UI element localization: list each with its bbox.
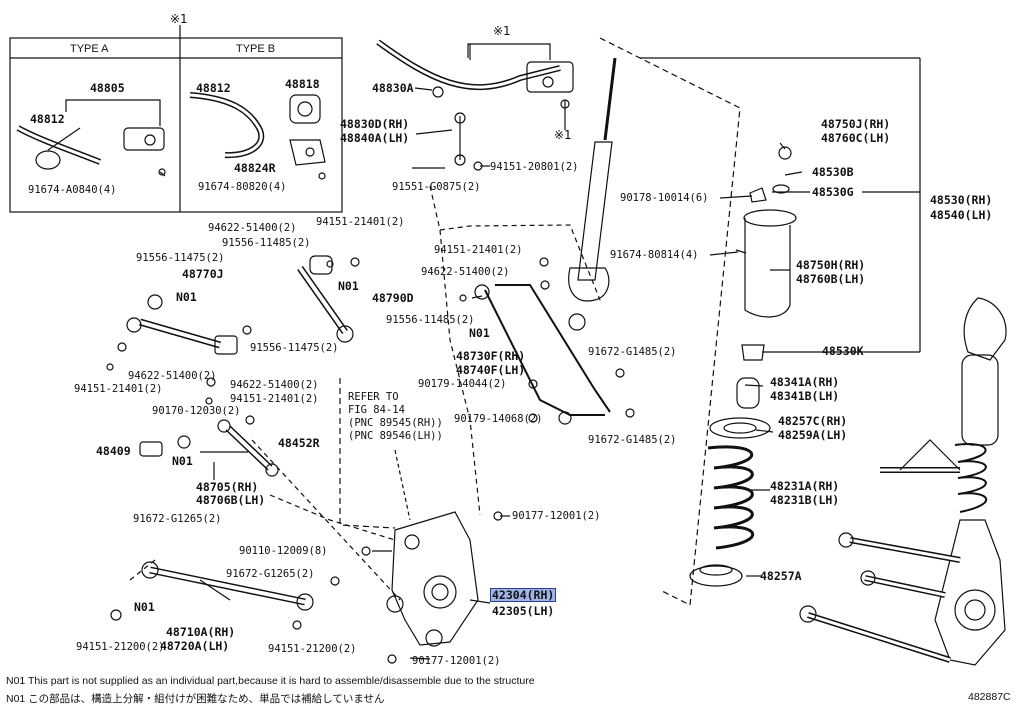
part-label[interactable]: 91672-G1485(2) bbox=[588, 434, 677, 446]
part-label[interactable]: 90170-12030(2) bbox=[152, 405, 241, 417]
part-label[interactable]: 48530G bbox=[812, 185, 854, 199]
part-label[interactable]: 91674-80814(4) bbox=[610, 249, 699, 261]
part-label[interactable]: 94151-21200(2) bbox=[268, 643, 357, 655]
part-label[interactable]: 48530B bbox=[812, 165, 854, 179]
refer-text[interactable]: (PNC 89545(RH)) bbox=[348, 417, 443, 429]
part-label[interactable]: 91551-G0875(2) bbox=[392, 181, 481, 193]
type-box-frame bbox=[9, 37, 343, 213]
part-label[interactable]: 48257A bbox=[760, 569, 802, 583]
part-label[interactable]: 48706B(LH) bbox=[196, 493, 266, 507]
document-id: 482887C bbox=[968, 691, 1011, 703]
part-label[interactable]: 94151-21200(2) bbox=[76, 641, 165, 653]
part-label[interactable]: 48812 bbox=[30, 112, 65, 126]
part-label[interactable]: 48530K bbox=[822, 344, 864, 358]
part-label[interactable]: 48530(RH) bbox=[930, 193, 993, 207]
part-label[interactable]: 48540(LH) bbox=[930, 208, 993, 222]
part-label[interactable]: 94622-51400(2) bbox=[230, 379, 319, 391]
part-label[interactable]: 48805 bbox=[90, 81, 125, 95]
refer-text[interactable]: (PNC 89546(LH)) bbox=[348, 430, 443, 442]
note-marker[interactable]: N01 bbox=[338, 279, 359, 293]
part-label[interactable]: 42305(LH) bbox=[492, 604, 555, 618]
part-label[interactable]: 91556-11475(2) bbox=[136, 252, 225, 264]
refer-text: REFER TO bbox=[348, 391, 399, 403]
type-b-header: TYPE B bbox=[236, 43, 276, 55]
part-label[interactable]: 48259A(LH) bbox=[778, 428, 848, 442]
part-label[interactable]: 91672-G1265(2) bbox=[226, 568, 315, 580]
part-label[interactable]: 48824R bbox=[234, 161, 276, 175]
part-label[interactable]: 91674-80820(4) bbox=[198, 181, 287, 193]
part-label[interactable]: 90178-10014(6) bbox=[620, 192, 709, 204]
part-label[interactable]: 48257C(RH) bbox=[778, 414, 848, 428]
part-label[interactable]: 91672-G1265(2) bbox=[133, 513, 222, 525]
note-marker[interactable]: N01 bbox=[134, 600, 155, 614]
part-label[interactable]: 94151-21401(2) bbox=[230, 393, 319, 405]
reference-star-1: ※1 bbox=[170, 12, 188, 26]
part-label[interactable]: 90179-14044(2) bbox=[418, 378, 507, 390]
part-label[interactable]: 48730F(RH) bbox=[456, 349, 526, 363]
reference-star-3: ※1 bbox=[554, 128, 572, 142]
part-label[interactable]: 48790D bbox=[372, 291, 414, 305]
bushing-clamp-a bbox=[123, 127, 165, 151]
footnote-japanese: N01 この部品は、構造上分解・組付けが困難なため、単品では補給していません bbox=[6, 693, 385, 705]
part-label[interactable]: 90110-12009(8) bbox=[239, 545, 328, 557]
part-label-highlighted[interactable]: 42304(RH) bbox=[489, 588, 557, 602]
part-label[interactable]: 48818 bbox=[285, 77, 320, 91]
part-label[interactable]: 94622-51400(2) bbox=[208, 222, 297, 234]
part-label[interactable]: 94622-51400(2) bbox=[128, 370, 217, 382]
part-label[interactable]: 48830D(RH) bbox=[340, 117, 410, 131]
part-label[interactable]: 48760B(LH) bbox=[796, 272, 866, 286]
part-label[interactable]: 48341B(LH) bbox=[770, 389, 840, 403]
part-label[interactable]: 90179-14068(2) bbox=[454, 413, 543, 425]
part-label[interactable]: 48750J(RH) bbox=[821, 117, 891, 131]
part-label[interactable]: 48710A(RH) bbox=[166, 625, 236, 639]
part-label[interactable]: 48231A(RH) bbox=[770, 479, 840, 493]
part-label[interactable]: 94622-51400(2) bbox=[421, 266, 510, 278]
part-label[interactable]: 91556-11485(2) bbox=[386, 314, 475, 326]
part-label[interactable]: 90177-12001(2) bbox=[412, 655, 501, 667]
refer-text[interactable]: FIG 84-14 bbox=[348, 404, 405, 416]
part-label[interactable]: 91674-A0840(4) bbox=[28, 184, 117, 196]
part-label[interactable]: 48740F(LH) bbox=[456, 363, 526, 377]
part-label[interactable]: 91672-G1485(2) bbox=[588, 346, 677, 358]
note-marker[interactable]: N01 bbox=[469, 326, 490, 340]
note-marker[interactable]: N01 bbox=[172, 454, 193, 468]
part-label[interactable]: 48231B(LH) bbox=[770, 493, 840, 507]
part-label[interactable]: 48840A(LH) bbox=[340, 131, 410, 145]
part-label[interactable]: 48705(RH) bbox=[196, 480, 259, 494]
part-label[interactable]: 91556-11475(2) bbox=[250, 342, 339, 354]
type-a-header: TYPE A bbox=[70, 43, 109, 55]
part-label[interactable]: 48452R bbox=[278, 436, 320, 450]
part-label[interactable]: 94151-21401(2) bbox=[434, 244, 523, 256]
part-label[interactable]: 48760C(LH) bbox=[821, 131, 891, 145]
part-label[interactable]: 94151-20801(2) bbox=[490, 161, 579, 173]
part-label[interactable]: 48770J bbox=[182, 267, 224, 281]
part-label[interactable]: 94151-21401(2) bbox=[316, 216, 405, 228]
part-label[interactable]: 48720A(LH) bbox=[160, 639, 230, 653]
part-label[interactable]: 48409 bbox=[96, 444, 131, 458]
footnote-english: N01 This part is not supplied as an indi… bbox=[6, 675, 535, 687]
part-label[interactable]: 48750H(RH) bbox=[796, 258, 866, 272]
part-label[interactable]: 48830A bbox=[372, 81, 414, 95]
part-label[interactable]: 90177-12001(2) bbox=[512, 510, 601, 522]
reference-star-2: ※1 bbox=[493, 24, 511, 38]
note-marker[interactable]: N01 bbox=[176, 290, 197, 304]
part-label[interactable]: 48812 bbox=[196, 81, 231, 95]
part-label[interactable]: 94151-21401(2) bbox=[74, 383, 163, 395]
part-label[interactable]: 48341A(RH) bbox=[770, 375, 840, 389]
part-label[interactable]: 91556-11485(2) bbox=[222, 237, 311, 249]
